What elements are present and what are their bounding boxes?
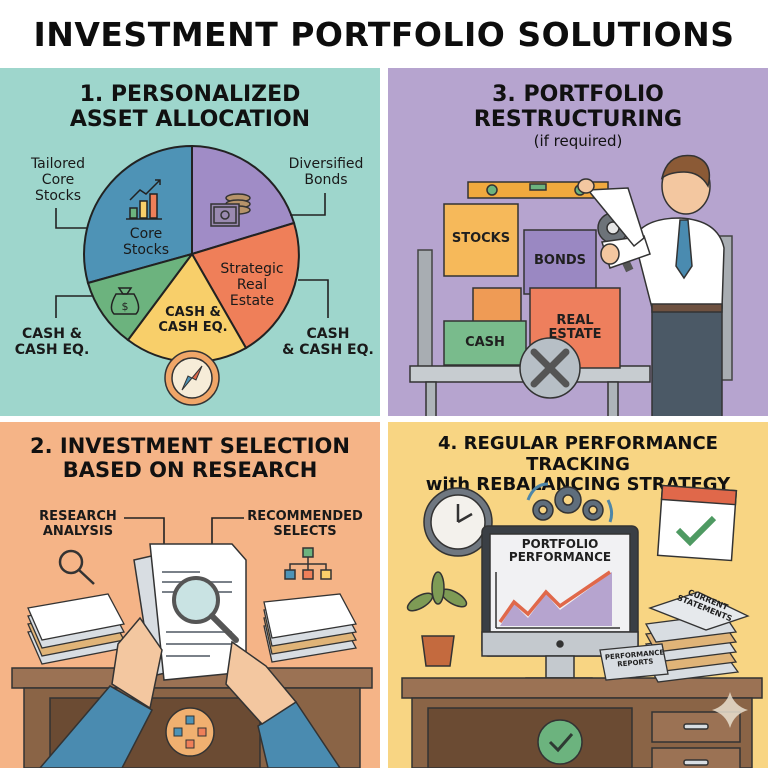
callout-recommended-selects: RECOMMENDED SELECTS: [247, 509, 363, 539]
sparkle-icon: [712, 692, 748, 728]
monitor-title: PORTFOLIO PERFORMANCE: [508, 537, 612, 565]
clock-icon: [423, 487, 493, 557]
cash-box: [443, 320, 527, 366]
real-estate-box-label: REAL ESTATE: [548, 313, 602, 343]
workflow-cycle-icon: [165, 707, 215, 757]
panel-asset-allocation: 1. PERSONALIZED ASSET ALLOCATION: [0, 68, 380, 416]
hands: [39, 616, 341, 768]
panel-subtitle: (if required): [533, 131, 623, 150]
compass-icon: [164, 350, 220, 406]
panel-title: 3. PORTFOLIO RESTRUCTURING (if required): [388, 82, 768, 150]
performance-reports-card: [599, 643, 669, 681]
cash-and-coins-icon: [210, 193, 251, 227]
bonds-box-label: BONDS: [534, 253, 586, 268]
callout-cash-left: CASH & CASH EQ.: [14, 326, 90, 359]
bar-chart-trend-icon: [126, 179, 162, 220]
panel-portfolio-restructuring: 3. PORTFOLIO RESTRUCTURING (if required): [388, 68, 768, 416]
magnifier-icon: [58, 549, 95, 585]
stocks-box-label: STOCKS: [451, 231, 511, 246]
stocks-box: [443, 203, 519, 277]
rotating-gears-icon: [526, 482, 614, 523]
svg-text:$: $: [122, 300, 129, 313]
tracking-illustration: [401, 482, 763, 768]
spirit-level-icon: [467, 181, 609, 199]
selection-illustration: [11, 517, 373, 768]
org-chart-icon: [284, 547, 332, 580]
money-bag-icon: $: [110, 287, 140, 315]
calendar-check-icon: [656, 484, 738, 562]
plant-icon: [406, 571, 468, 667]
panel-performance-tracking: 4. REGULAR PERFORMANCE TRACKING with REB…: [388, 422, 768, 768]
crossed-wrenches-icon: [519, 337, 581, 399]
allocation-pie-chart: $: [55, 144, 329, 406]
document-magnifier-icon: [133, 543, 247, 681]
restructuring-illustration: [409, 154, 733, 416]
panel-investment-selection: 2. INVESTMENT SELECTION BASED ON RESEARC…: [0, 422, 380, 768]
callout-diversified-bonds: Diversified Bonds: [288, 156, 364, 189]
callout-research-analysis: RESEARCH ANALYSIS: [39, 509, 117, 539]
check-badge-icon: [537, 719, 583, 765]
callout-tailored-core-stocks: Tailored Core Stocks: [30, 156, 86, 205]
slice-label-core-stocks: Core Stocks: [122, 226, 170, 259]
panel-title: 1. PERSONALIZED ASSET ALLOCATION: [0, 82, 380, 133]
desk: [401, 677, 763, 768]
callout-cash-right: CASH & CASH EQ.: [282, 326, 374, 359]
panel-title-line2: ASSET ALLOCATION: [69, 107, 311, 133]
cash-box-label: CASH: [465, 335, 505, 350]
statements-stack: [644, 591, 750, 683]
panel-title-line1: 1. PERSONALIZED: [79, 82, 301, 107]
bonds-box: [523, 229, 597, 295]
slice-label-real-estate: Strategic Real Estate: [220, 261, 284, 310]
businessman-icon: [577, 154, 725, 416]
slice-label-cash: CASH & CASH EQ.: [158, 305, 228, 335]
panel-title: 2. INVESTMENT SELECTION BASED ON RESEARC…: [30, 434, 350, 483]
page-title: INVESTMENT PORTFOLIO SOLUTIONS: [33, 14, 735, 54]
panel-title: 4. REGULAR PERFORMANCE TRACKING with REB…: [425, 433, 731, 496]
